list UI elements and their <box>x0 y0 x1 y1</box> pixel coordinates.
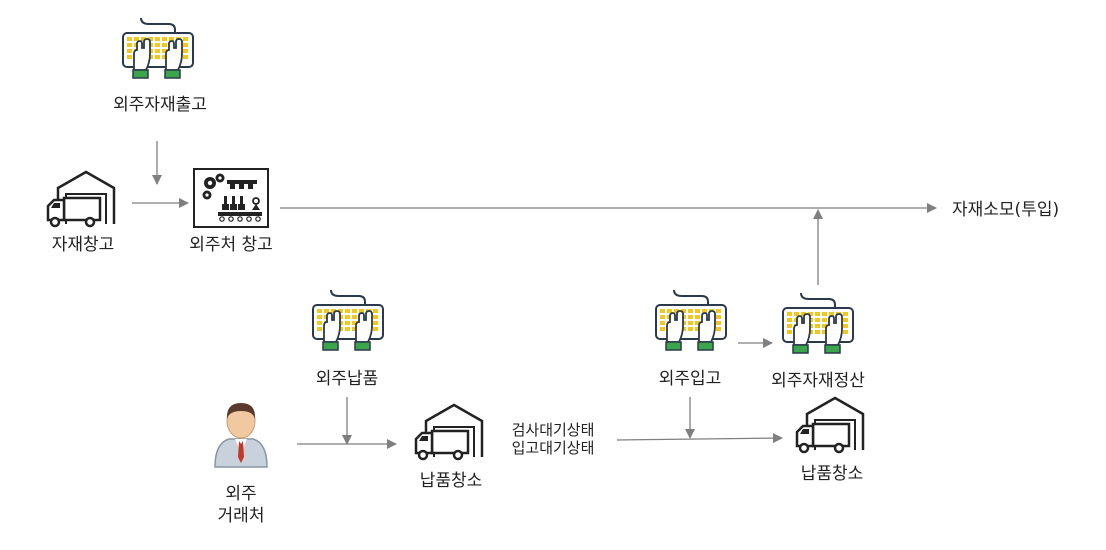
keyboard-icon <box>312 289 384 351</box>
keyboard-icon <box>782 292 854 354</box>
label-subcontractor-line2: 거래처 <box>217 506 265 526</box>
factory-icon <box>193 168 269 228</box>
keyboard-icon <box>122 17 194 79</box>
warehouse-icon <box>46 170 116 228</box>
status-labels: 검사대기상태 입고대기상태 <box>512 421 595 457</box>
label-delivery-warehouse-2: 납품창소 <box>800 464 864 484</box>
label-outsourced-material-issue: 외주자재출고 <box>113 95 207 115</box>
label-outsourced-receiving: 외주입고 <box>658 369 722 389</box>
label-outsourced-material-settlement: 외주자재정산 <box>771 371 865 391</box>
label-subcontractor-warehouse: 외주처 창고 <box>189 235 273 255</box>
keyboard-icon <box>655 289 727 351</box>
label-material-warehouse: 자재창고 <box>51 235 115 255</box>
label-material-consumption: 자재소모(투입) <box>952 200 1060 220</box>
person-icon <box>214 402 268 468</box>
label-subcontractor: 외주 거래처 <box>218 483 265 527</box>
arrows <box>132 141 937 449</box>
warehouse-icon <box>795 396 865 454</box>
warehouse-icon <box>414 403 484 461</box>
label-receiving-wait-status: 입고대기상태 <box>511 439 595 457</box>
label-delivery-warehouse-1: 납품창소 <box>419 471 483 491</box>
label-outsourced-delivery: 외주납품 <box>315 369 379 389</box>
label-inspection-wait-status: 검사대기상태 <box>511 421 595 439</box>
arrow-status-to-warehouse <box>616 433 783 444</box>
label-subcontractor-line1: 외주 <box>225 484 257 504</box>
